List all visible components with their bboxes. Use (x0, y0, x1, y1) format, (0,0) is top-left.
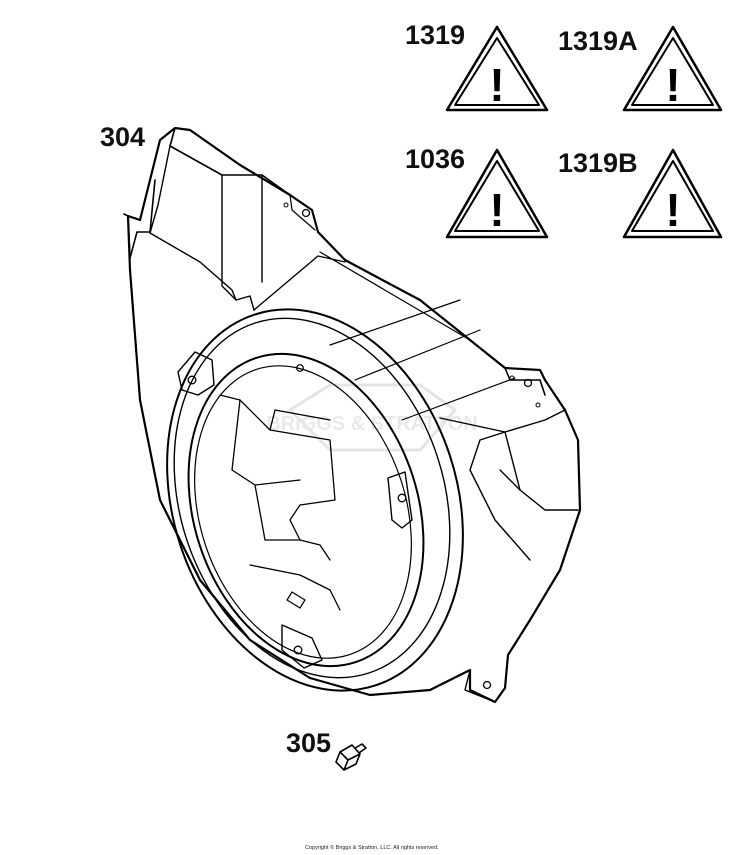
warning-glyph: ! (489, 59, 504, 111)
warning-glyph: ! (665, 59, 680, 111)
svg-text:BRIGGS & STRATTON: BRIGGS & STRATTON (266, 413, 477, 435)
warning-triangle-icon-1319a[interactable]: ! (622, 25, 723, 112)
copyright-notice: Copyright © Briggs & Stratton, LLC. All … (305, 845, 439, 851)
warning-triangle-icon-1036[interactable]: ! (445, 148, 549, 239)
part-label-1036[interactable]: 1036 (405, 144, 466, 174)
part-label-1319b[interactable]: 1319B (558, 148, 638, 178)
warning-glyph: ! (489, 184, 504, 236)
warning-triangle-icon-1319b[interactable]: ! (622, 148, 723, 239)
screw[interactable] (335, 743, 367, 771)
part-label-304[interactable]: 304 (100, 122, 146, 152)
warning-triangle-icon-1319[interactable]: ! (445, 25, 549, 112)
part-label-305[interactable]: 305 (286, 728, 332, 758)
part-label-1319[interactable]: 1319 (405, 20, 466, 50)
warning-glyph: ! (665, 184, 680, 236)
watermark: BRIGGS & STRATTON (266, 383, 478, 452)
blower-housing[interactable] (120, 126, 582, 729)
part-label-1319a[interactable]: 1319A (558, 26, 638, 56)
